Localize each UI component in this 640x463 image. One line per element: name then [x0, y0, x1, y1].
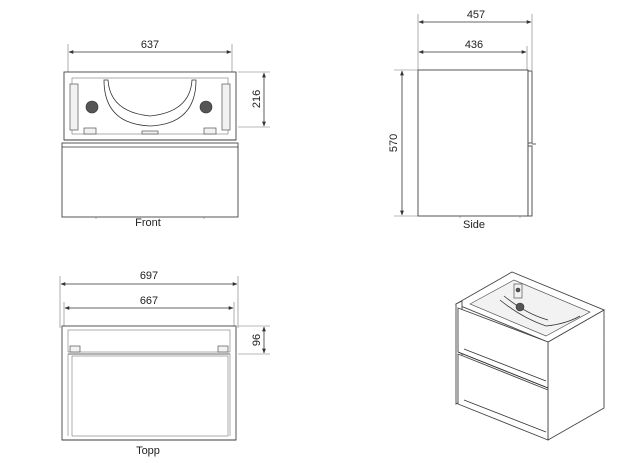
iso-lower-drawer: [457, 353, 549, 441]
side-view-label: Side: [463, 219, 485, 231]
front-height-label: 216: [251, 90, 263, 108]
top-view-label: Topp: [136, 445, 160, 457]
side-cabinet-body: [417, 69, 529, 217]
front-sink-basin: [103, 79, 197, 127]
front-width-label: 637: [141, 39, 159, 51]
front-width-dimension: 637: [67, 39, 233, 72]
side-inner-depth-label: 436: [465, 39, 483, 51]
side-inner-depth-dimension: 436: [418, 39, 528, 70]
front-right-hole: [199, 100, 213, 114]
front-left-hole: [85, 100, 99, 114]
side-depth-label: 457: [467, 9, 485, 21]
top-inner-width-label: 667: [140, 295, 158, 307]
front-view-label: Front: [135, 217, 161, 229]
front-height-dimension: 216: [238, 71, 270, 128]
isometric-view: [454, 271, 606, 441]
side-depth-dimension: 457: [417, 9, 533, 70]
front-view: 637 216 Front: [61, 39, 270, 229]
top-drawer-box: [71, 355, 229, 437]
iso-sink-basin: [499, 299, 581, 327]
iso-drain-hole: [515, 302, 525, 312]
top-width-label: 697: [140, 270, 158, 282]
top-depth-dimension: 96: [238, 325, 270, 355]
side-height-dimension: 570: [388, 69, 418, 217]
side-upper-drawer-edge: [527, 70, 533, 144]
side-height-label: 570: [388, 134, 400, 152]
top-outer-frame: [61, 325, 237, 441]
front-drawer-panel: [61, 142, 239, 218]
top-width-dimension: 697: [59, 270, 239, 328]
top-view: 697 667 96 Topp: [59, 270, 270, 457]
top-inner-width-dimension: 667: [63, 295, 235, 328]
side-view: 457 436 570 Side: [388, 9, 536, 231]
side-lower-drawer-edge: [527, 145, 533, 217]
top-depth-label: 96: [251, 334, 263, 346]
